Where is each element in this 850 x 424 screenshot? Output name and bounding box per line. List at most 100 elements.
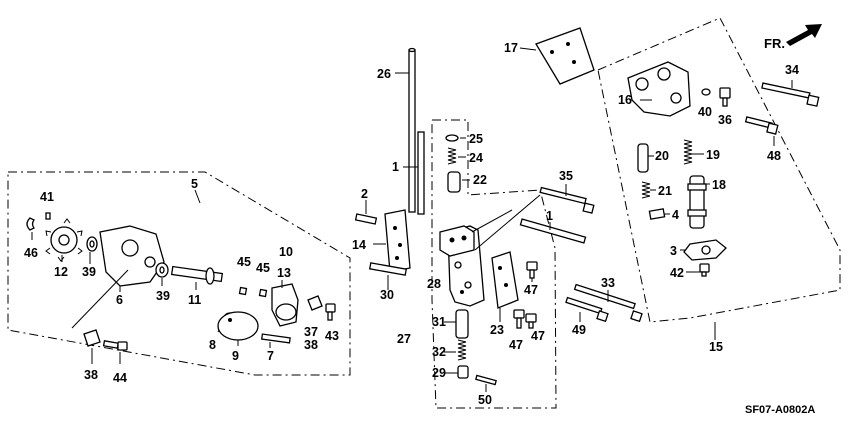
part-40-washer	[701, 88, 711, 96]
callout-49: 49	[572, 323, 586, 337]
callout-1-horizontal: 1	[546, 209, 553, 223]
callout-labels: 26 1 2 14 30 27 25 24 22 28 31 32 29 50 …	[24, 41, 799, 407]
front-direction-indicator: FR.	[764, 24, 822, 51]
part-48-bolt	[744, 116, 779, 146]
part-26-shaft	[395, 47, 416, 213]
callout-45-left: 45	[237, 255, 251, 269]
callout-31: 31	[432, 315, 446, 329]
part-45-pin-right	[258, 288, 268, 298]
callout-37: 37	[304, 325, 318, 339]
callout-29: 29	[432, 366, 446, 380]
part-1-horizontal-shaft	[519, 218, 587, 244]
diagram-code: SF07-A0802A	[745, 404, 815, 416]
callout-45-right: 45	[256, 261, 270, 275]
part-25-clip	[445, 134, 466, 142]
part-42-bolt	[686, 263, 710, 277]
part-23-plate	[491, 251, 519, 322]
part-47-bolt-top	[526, 261, 538, 282]
callout-10: 10	[279, 245, 293, 259]
part-6-pump-body	[99, 225, 165, 292]
part-9-plate	[217, 311, 259, 346]
front-arrow-icon	[786, 24, 822, 46]
part-17-plate	[519, 27, 595, 85]
part-41-pin	[45, 212, 51, 220]
callout-4: 4	[672, 208, 679, 222]
part-44-bolt	[102, 340, 128, 364]
callout-50: 50	[478, 393, 492, 407]
callout-36: 36	[718, 113, 732, 127]
callout-7: 7	[267, 349, 274, 363]
callout-26: 26	[377, 67, 391, 81]
callout-11: 11	[188, 293, 201, 307]
part-38-bracket	[83, 329, 101, 364]
callout-34: 34	[785, 63, 799, 77]
part-50-pin	[475, 374, 497, 392]
callout-25: 25	[469, 132, 483, 146]
part-22-valve	[447, 171, 470, 193]
callout-17: 17	[504, 41, 518, 55]
part-20-piston	[637, 143, 654, 173]
callout-38-right: 38	[304, 338, 318, 352]
callout-18: 18	[712, 178, 726, 192]
callout-1-vertical: 1	[392, 160, 399, 174]
part-33-bolt	[573, 283, 643, 323]
part-7-pin	[260, 333, 291, 348]
callout-6: 6	[116, 293, 123, 307]
callout-38-left: 38	[84, 368, 98, 382]
part-37-bracket	[307, 295, 323, 311]
callout-39-right: 39	[156, 289, 170, 303]
part-46-clip	[26, 217, 35, 240]
callout-15: 15	[709, 340, 723, 354]
part-39-washer-right	[155, 262, 169, 286]
part-43-bolt	[325, 303, 336, 321]
part-31-valve	[444, 309, 469, 339]
callout-21: 21	[658, 184, 672, 198]
part-16-servo-body	[627, 61, 691, 117]
callout-16: 16	[618, 93, 632, 107]
callout-13: 13	[277, 266, 291, 280]
part-3-gasket	[680, 239, 727, 261]
callout-2: 2	[361, 187, 368, 201]
callout-35: 35	[559, 169, 573, 183]
part-30-pin	[368, 262, 408, 290]
callout-47-top: 47	[524, 283, 538, 297]
callout-32: 32	[432, 345, 446, 359]
part-45-pin-left	[238, 286, 248, 296]
callout-42: 42	[670, 266, 684, 280]
callout-24: 24	[469, 151, 483, 165]
callout-9: 9	[232, 349, 239, 363]
part-12-gear	[45, 218, 83, 262]
callout-8: 8	[209, 338, 216, 352]
part-47-bolt-right	[525, 313, 537, 329]
group-27-boundary	[431, 119, 557, 409]
part-35-bolt	[539, 184, 595, 214]
part-2-pin	[354, 200, 378, 225]
part-14-separator-plate	[373, 209, 411, 273]
callout-47-left: 47	[509, 338, 523, 352]
callout-30: 30	[380, 288, 394, 302]
part-11-shaft	[170, 265, 224, 290]
part-21-spring	[641, 181, 656, 199]
callout-33: 33	[601, 276, 615, 290]
front-label: FR.	[764, 36, 785, 51]
callout-20: 20	[655, 149, 669, 163]
callout-41: 41	[40, 190, 54, 204]
callout-5: 5	[191, 177, 198, 191]
callout-3: 3	[670, 244, 677, 258]
callout-40: 40	[698, 105, 712, 119]
callout-27: 27	[397, 332, 411, 346]
part-32-spring	[444, 339, 467, 361]
part-47-bolt-left	[513, 309, 525, 329]
callout-44: 44	[113, 371, 127, 385]
part-18-valve	[687, 175, 710, 229]
part-24-spring	[447, 147, 466, 165]
group-15-boundary	[597, 17, 841, 340]
callout-22: 22	[473, 173, 487, 187]
callout-12: 12	[54, 265, 68, 279]
part-36-bolt	[719, 87, 731, 107]
group-5-boundary	[7, 171, 351, 376]
callout-43: 43	[325, 329, 339, 343]
part-28-valve-body	[439, 194, 541, 307]
